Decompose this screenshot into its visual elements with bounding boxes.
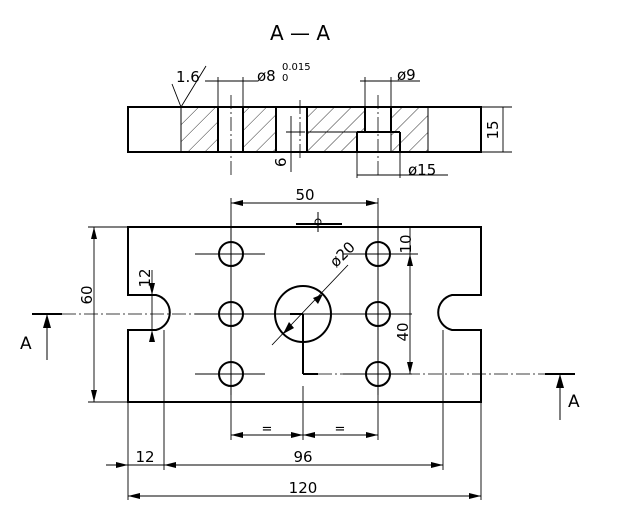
counterbore-label: ø15	[408, 161, 436, 179]
dim-height: 60	[78, 285, 96, 304]
bore-tol-lower: 0	[282, 73, 288, 84]
bore-tol-upper: 0.015	[282, 62, 311, 73]
dim-hole-spacing: 50	[295, 186, 314, 204]
dim-vertical-span: 40	[394, 322, 412, 341]
dim-top-offset: 10	[397, 234, 415, 253]
section-outline	[127, 106, 482, 153]
hatch-region-1	[180, 106, 219, 153]
hatch-region-2	[242, 106, 277, 153]
dim-center-hole: ø20	[326, 238, 359, 271]
section-marker-left: A	[20, 334, 32, 354]
hole-small-label: ø9	[397, 66, 416, 84]
roughness-label: 1.6	[176, 68, 200, 86]
depth-label: 6	[272, 157, 290, 167]
section-marker-right: A	[568, 392, 580, 412]
dim-equal-left: =	[262, 422, 273, 437]
bore-label: ø8	[257, 67, 276, 85]
dim-total-length: 120	[289, 479, 318, 497]
section-title: A — A	[270, 21, 330, 45]
dim-slot-offset: 12	[135, 448, 154, 466]
hatch-region-4	[306, 131, 358, 153]
dim-slot-width: 12	[136, 268, 154, 287]
hatch-region-3	[306, 106, 366, 133]
hatch-region-5	[390, 106, 429, 153]
thickness-label: 15	[484, 120, 502, 139]
section-view: A — A 1.6 ø8 0.015 0	[127, 21, 512, 179]
dim-equal-right: =	[335, 422, 346, 437]
dim-slot-span: 96	[293, 448, 312, 466]
plan-view: A A 50 10 40 ø20	[20, 186, 580, 500]
